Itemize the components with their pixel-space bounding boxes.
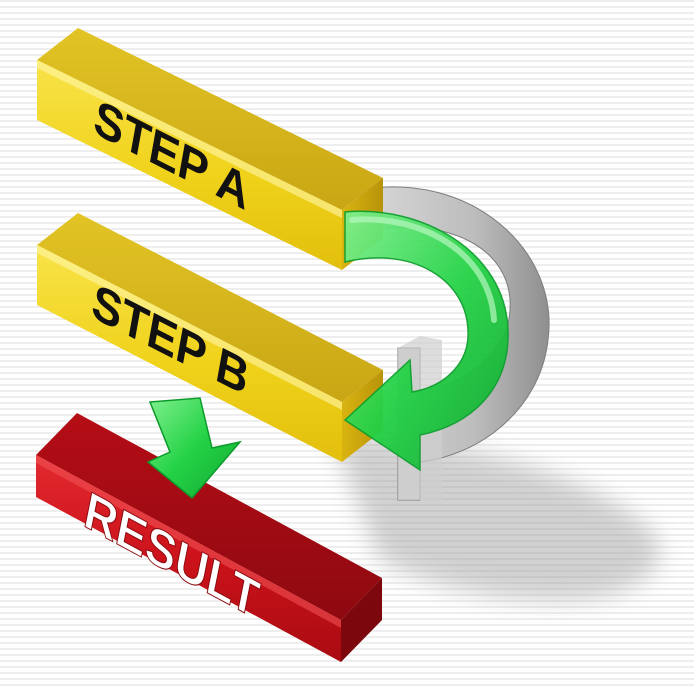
diagram-canvas: RESULT STEP B STEP A: [0, 0, 694, 686]
process-diagram: RESULT STEP B STEP A: [0, 0, 694, 686]
